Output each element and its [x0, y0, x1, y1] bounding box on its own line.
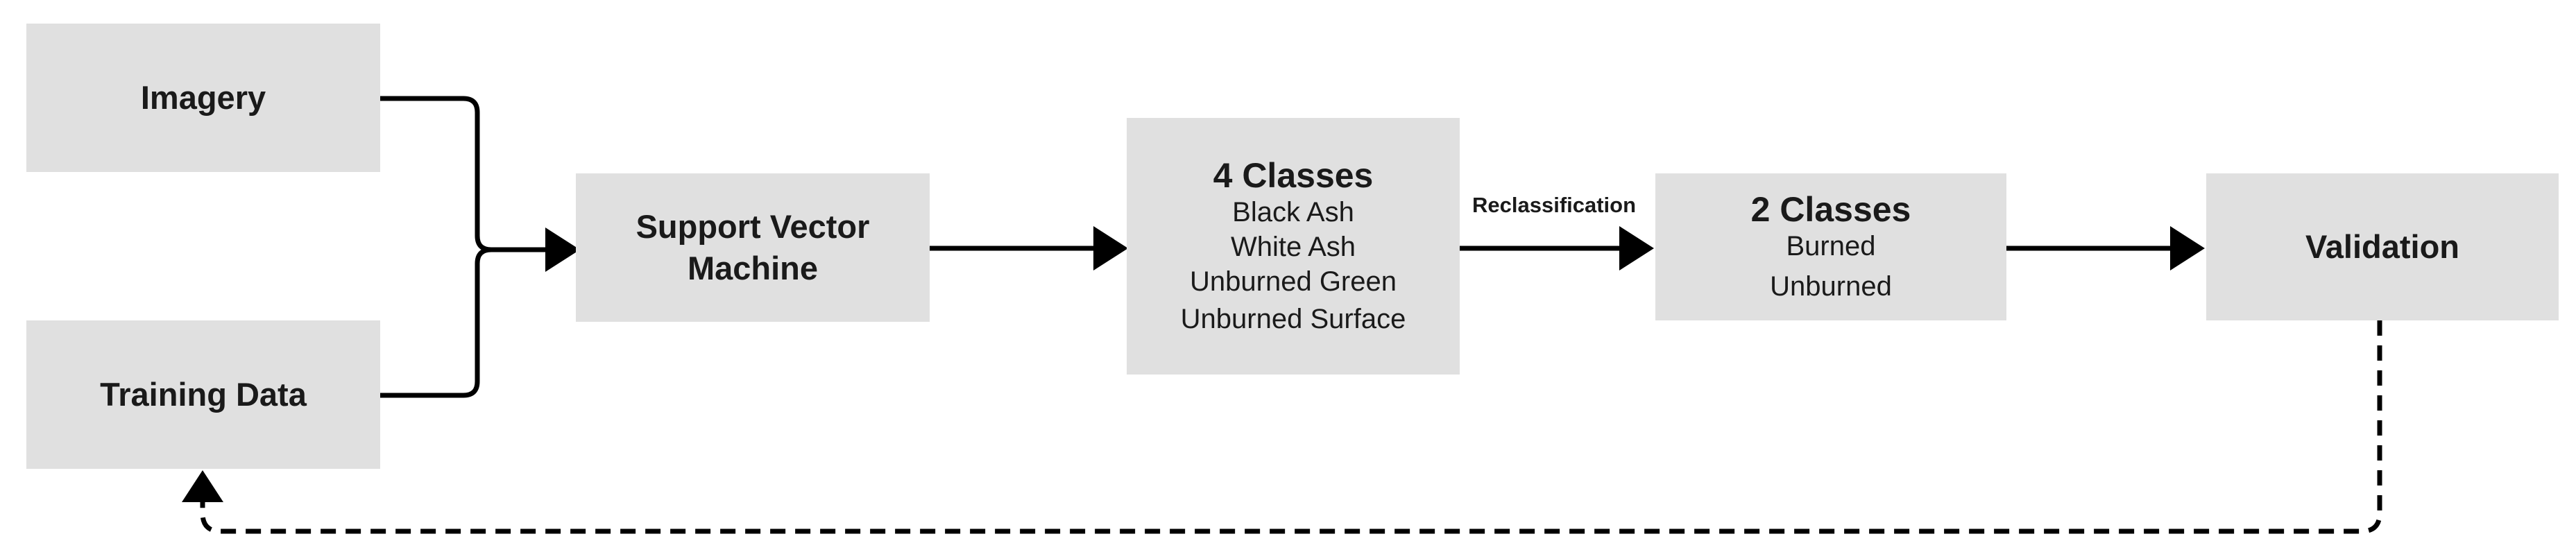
node-training-data: Training Data: [26, 320, 380, 469]
edge-imagery-to-svm: [380, 96, 548, 252]
edge-training-to-svm: [380, 247, 492, 398]
edge-validation-to-training-feedback: [200, 320, 2382, 534]
node-2-classes-item: Burned: [1786, 231, 1876, 261]
node-4-classes-item: Unburned Green: [1190, 266, 1397, 297]
node-4-classes: 4 Classes Black Ash White Ash Unburned G…: [1127, 118, 1460, 375]
node-validation-title: Validation: [2305, 228, 2459, 265]
node-svm-title-line1: Support Vector: [636, 208, 870, 245]
node-imagery-title: Imagery: [140, 79, 266, 116]
node-4-classes-item: Black Ash: [1232, 197, 1354, 227]
node-2-classes-item: Unburned: [1770, 271, 1892, 302]
edge-label-reclassification: Reclassification: [1472, 193, 1637, 217]
node-2-classes: 2 Classes Burned Unburned: [1655, 173, 2006, 320]
node-2-classes-title: 2 Classes: [1750, 190, 1911, 229]
node-4-classes-item: White Ash: [1230, 232, 1356, 262]
node-4-classes-item: Unburned Surface: [1180, 304, 1406, 334]
node-4-classes-title: 4 Classes: [1213, 156, 1374, 195]
arrowhead-validation: [2170, 226, 2205, 270]
arrowhead-2classes: [1619, 226, 1654, 270]
node-validation: Validation: [2206, 173, 2559, 320]
node-training-data-title: Training Data: [100, 376, 307, 413]
arrowhead-4classes: [1093, 226, 1128, 270]
node-svm-title-line2: Machine: [687, 250, 819, 286]
node-imagery: Imagery: [26, 24, 380, 172]
arrowhead-training-feedback: [182, 470, 223, 502]
arrowhead-svm: [545, 227, 580, 272]
node-svm: Support Vector Machine: [576, 173, 930, 322]
